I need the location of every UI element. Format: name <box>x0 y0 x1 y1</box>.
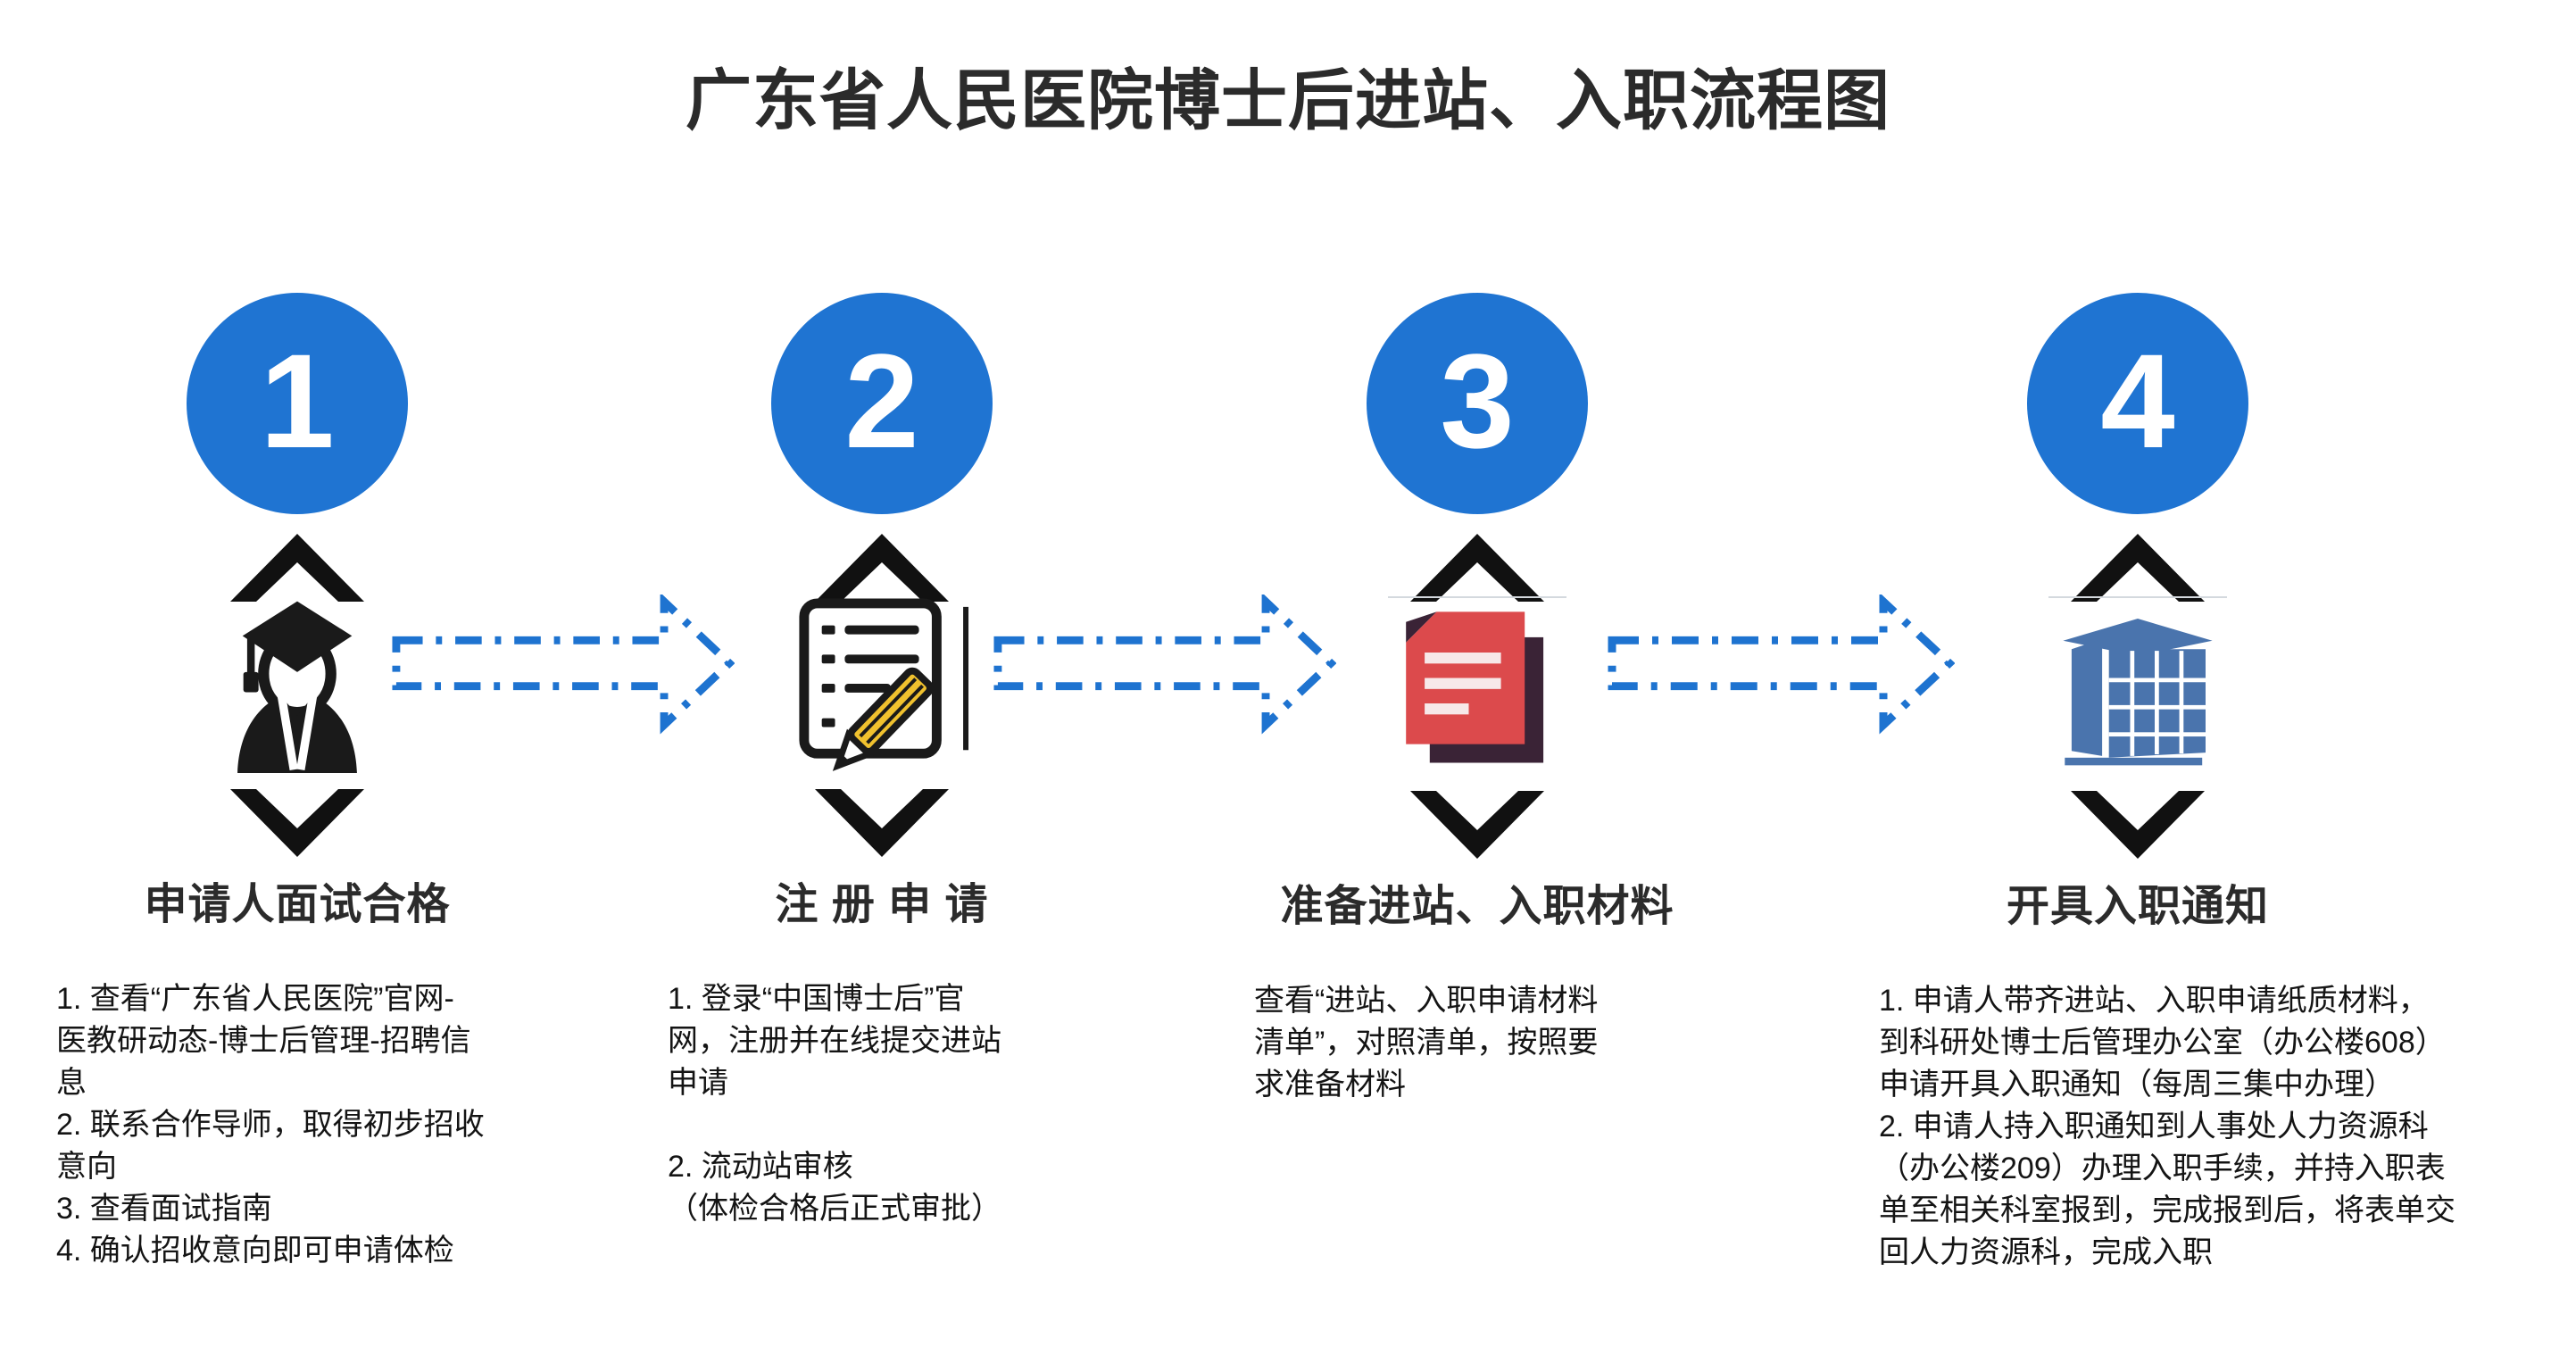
materials-document-icon <box>1406 611 1544 763</box>
page-title: 广东省人民医院博士后进站、入职流程图 <box>686 63 1890 137</box>
chevron-up-icon <box>230 534 364 602</box>
step-4-body: 1. 申请人带齐进站、入职申请纸质材料， 到科研处博士后管理办公室（办公楼608… <box>1879 984 2456 1269</box>
step-1-icon-box <box>208 596 386 773</box>
step-3-number: 3 <box>1440 325 1515 476</box>
step-3-column: 3 准备进站、入职材料 查看“进站、入职申请材料 清单”，对照清单，按照要 求准… <box>1254 293 1700 1106</box>
chevron-up-icon <box>2071 534 2205 602</box>
chevron-down-icon <box>2071 791 2205 859</box>
step-3-icon-box <box>1388 596 1566 775</box>
step-4-icon-box <box>2048 596 2227 775</box>
flow-arrow-2-icon <box>993 595 1336 735</box>
step-1-title: 申请人面试合格 <box>144 881 451 928</box>
chevron-down-icon <box>815 789 949 857</box>
step-2-icon-box <box>793 596 971 773</box>
chevron-up-icon <box>815 534 949 602</box>
step-2-body: 1. 登录“中国博士后”官 网，注册并在线提交进站 申请 2. 流动站审核 （体… <box>668 982 1001 1226</box>
step-4-number-badge: 4 <box>2027 293 2248 514</box>
step-2-title: 注 册 申 请 <box>775 881 989 928</box>
chevron-up-icon <box>1410 534 1544 602</box>
step-3-body: 查看“进站、入职申请材料 清单”，对照清单，按照要 求准备材料 <box>1254 984 1599 1102</box>
step-1-body: 1. 查看“广东省人民医院”官网- 医教研动态-博士后管理-招聘信 息 2. 联… <box>56 982 485 1268</box>
step-3-title: 准备进站、入职材料 <box>1280 883 1674 930</box>
step-1-number: 1 <box>260 325 335 476</box>
chevron-down-icon <box>1410 791 1544 859</box>
step-2-number-badge: 2 <box>771 293 993 514</box>
register-document-icon <box>799 598 969 771</box>
step-4-title: 开具入职通知 <box>2006 883 2269 930</box>
chevron-down-icon <box>230 789 364 857</box>
flow-arrow-1-icon <box>392 595 735 735</box>
flow-arrow-3-icon <box>1608 595 1955 735</box>
step-4-number: 4 <box>2100 325 2175 476</box>
building-icon <box>2063 619 2213 766</box>
step-1-column: 1 申请人面试合格 1. 查看“广东省人民医院”官网- 医教研动态-博士后管理-… <box>56 293 538 1272</box>
step-2-column: 2 注 册 申 请 1. 登录“中国博士后”官 网，注册并在线提交 <box>668 293 1096 1230</box>
step-3-number-badge: 3 <box>1367 293 1588 514</box>
step-2-number: 2 <box>844 325 919 476</box>
step-1-number-badge: 1 <box>187 293 408 514</box>
graduate-icon <box>237 601 357 773</box>
step-4-column: 4 开具入职通知 1. 申请人带齐进站、入职申请纸质材料， 到科研处博士后管理办… <box>1879 293 2456 1274</box>
